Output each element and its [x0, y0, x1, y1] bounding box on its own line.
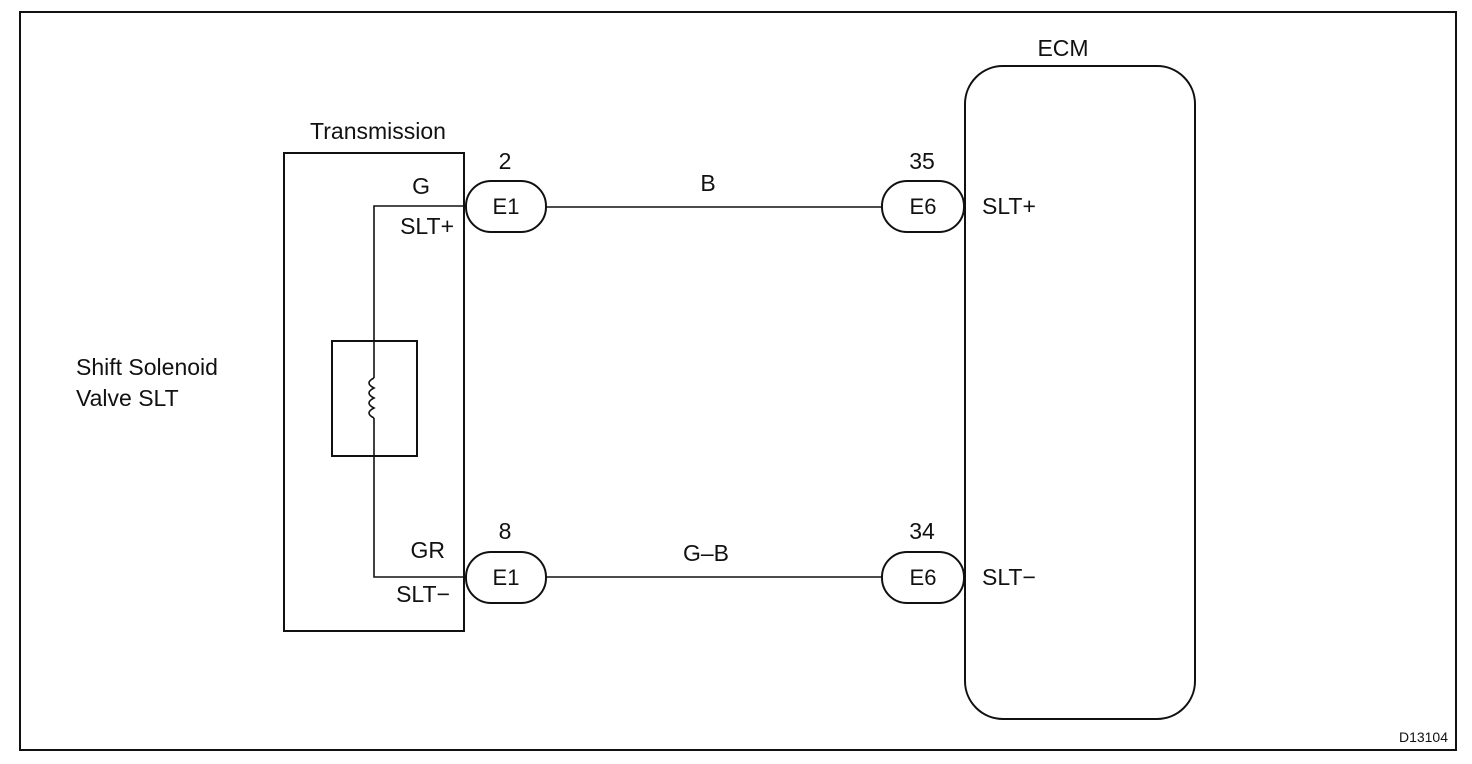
lower-right-connector-label: E6	[910, 565, 937, 590]
solenoid-coil-icon	[368, 377, 376, 419]
upper-right-connector-label: E6	[910, 194, 937, 219]
transmission-wire-upper	[373, 205, 466, 378]
transmission-box	[283, 152, 465, 632]
solenoid-label-line1: Shift Solenoid	[76, 354, 218, 380]
lower-left-pin: 8	[499, 518, 512, 544]
ecm-label: ECM	[1037, 35, 1088, 61]
lower-wire-color: G–B	[683, 540, 729, 566]
upper-right-pin: 35	[909, 148, 935, 174]
lower-left-connector-label: E1	[493, 565, 520, 590]
lower-left-wire-color: GR	[411, 537, 446, 563]
upper-wire-color: B	[700, 170, 715, 196]
upper-right-terminal: SLT+	[982, 193, 1036, 219]
upper-right-connector	[881, 180, 965, 233]
solenoid-body	[331, 340, 418, 457]
figure-code: D13104	[1399, 729, 1448, 745]
lower-left-terminal: SLT−	[396, 581, 450, 607]
ecm-box	[964, 65, 1196, 720]
upper-left-pin: 2	[499, 148, 512, 174]
lower-right-connector	[881, 551, 965, 604]
upper-left-connector-label: E1	[493, 194, 520, 219]
lower-right-terminal: SLT−	[982, 564, 1036, 590]
lower-right-pin: 34	[909, 518, 935, 544]
transmission-label: Transmission	[310, 118, 446, 144]
transmission-wire-lower	[373, 418, 466, 578]
diagram-frame	[19, 11, 1457, 751]
solenoid-label-line2: Valve SLT	[76, 385, 179, 411]
upper-left-terminal: SLT+	[400, 213, 454, 239]
upper-left-wire-color: G	[412, 173, 430, 199]
